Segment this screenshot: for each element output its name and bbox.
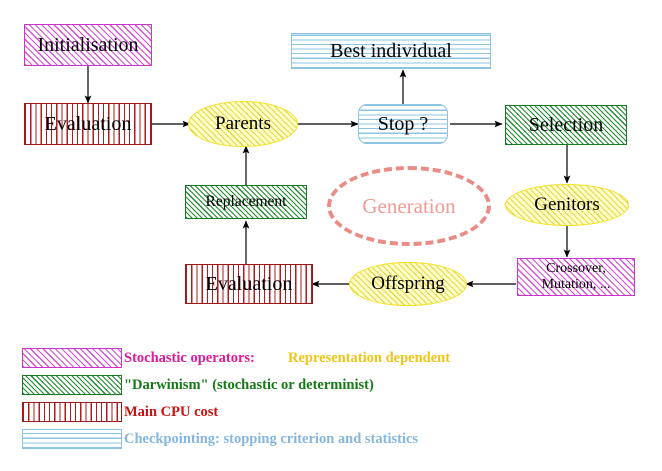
node-generation-label: Generation (362, 193, 456, 218)
node-offspring[interactable]: Offspring (349, 262, 467, 306)
legend-label-stochastic-operators: Stochastic operators: (124, 350, 255, 366)
node-evaluation-top[interactable]: Evaluation (24, 103, 152, 145)
node-crossover-mutation[interactable]: Crossover, Mutation, ... (517, 258, 635, 296)
node-genitors-label: Genitors (534, 194, 600, 216)
node-selection-label: Selection (528, 113, 604, 136)
node-initialisation[interactable]: Initialisation (24, 24, 152, 66)
node-stop[interactable]: Stop ? (358, 104, 448, 144)
node-initialisation-label: Initialisation (37, 33, 139, 56)
node-stop-label: Stop ? (377, 112, 429, 135)
legend-swatch-stochastic-operators (22, 348, 122, 368)
legend-swatch-checkpointing (22, 429, 122, 449)
legend-swatch-main-cpu-cost (22, 402, 122, 422)
node-best-individual[interactable]: Best individual (291, 33, 491, 69)
legend-label-checkpointing: Checkpointing: stopping criterion and st… (124, 431, 419, 447)
legend-label-representation-dependent: Representation dependent (288, 350, 451, 366)
legend-swatch-darwinism (22, 375, 122, 395)
node-generation: Generation (327, 166, 491, 246)
node-genitors[interactable]: Genitors (505, 184, 629, 226)
node-evaluation-top-label: Evaluation (44, 112, 132, 135)
node-offspring-label: Offspring (371, 273, 445, 295)
node-parents-label: Parents (215, 113, 271, 135)
node-parents[interactable]: Parents (188, 101, 298, 147)
node-crossover-label-line1: Crossover, (546, 261, 606, 277)
legend-label-main-cpu-cost: Main CPU cost (124, 404, 219, 420)
node-evaluation-bottom-label: Evaluation (205, 272, 293, 295)
node-replacement[interactable]: Replacement (185, 185, 307, 219)
node-selection[interactable]: Selection (505, 105, 627, 145)
node-replacement-label: Replacement (205, 192, 287, 210)
node-crossover-label-line2: Mutation, ... (541, 277, 611, 292)
legend-label-darwinism: "Darwinism" (stochastic or determinist) (124, 377, 374, 393)
node-best-individual-label: Best individual (330, 39, 452, 62)
node-evaluation-bottom[interactable]: Evaluation (185, 264, 313, 304)
